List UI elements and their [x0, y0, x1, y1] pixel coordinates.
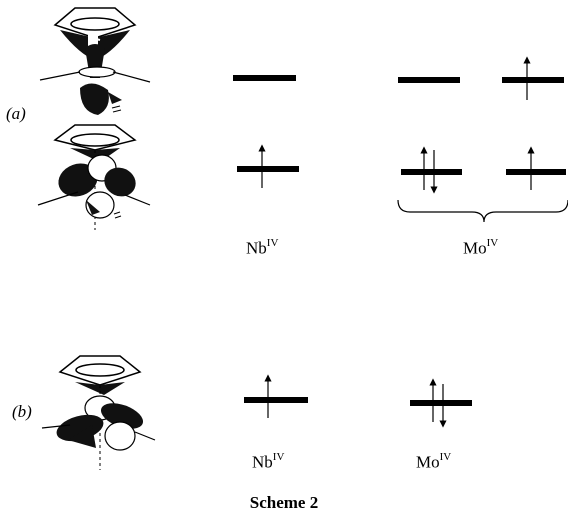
energy-level-mo-a-lower-left [401, 169, 462, 175]
cp-ring-center [70, 133, 120, 147]
molecule-a-bottom [37, 124, 151, 230]
energy-level-nb-a-lower [237, 166, 299, 172]
orbital-lobe-lower [80, 83, 109, 115]
cp-ring-center [70, 17, 120, 31]
molecule-a-top [39, 7, 151, 115]
energy-level-mo-a-lower-right [506, 169, 566, 175]
cp-ring-center [75, 363, 125, 377]
panel-label-a: (a) [6, 104, 26, 123]
nb-a-levels [233, 75, 299, 188]
mo-a-levels [397, 56, 568, 223]
molecule-b [41, 355, 156, 470]
energy-level-mo-b [410, 400, 472, 406]
orbital-lobe-right [104, 167, 136, 197]
mo-b-levels [410, 378, 472, 428]
energy-level-nb-a-upper [233, 75, 296, 81]
cp-ring [58, 355, 142, 386]
orbital-lobe-bottom [104, 421, 136, 451]
brace [397, 199, 568, 223]
metal-label-mo-b: MoIV [416, 451, 452, 472]
panel-label-b: (b) [12, 402, 32, 421]
energy-level-mo-a-upper-right [502, 77, 564, 83]
orbital-lobe-right [100, 403, 144, 429]
energy-level-mo-a-upper-left [398, 77, 460, 83]
nb-b-levels [244, 374, 308, 418]
orbital-lobe-left [58, 163, 98, 197]
metal-label-nb-a: NbIV [246, 237, 279, 258]
metal-label-nb-b: NbIV [252, 451, 285, 472]
metal-center-a [78, 66, 116, 78]
metal-label-mo-a: MoIV [463, 237, 499, 258]
energy-level-nb-b [244, 397, 308, 403]
figure-caption: Scheme 2 [249, 493, 319, 512]
